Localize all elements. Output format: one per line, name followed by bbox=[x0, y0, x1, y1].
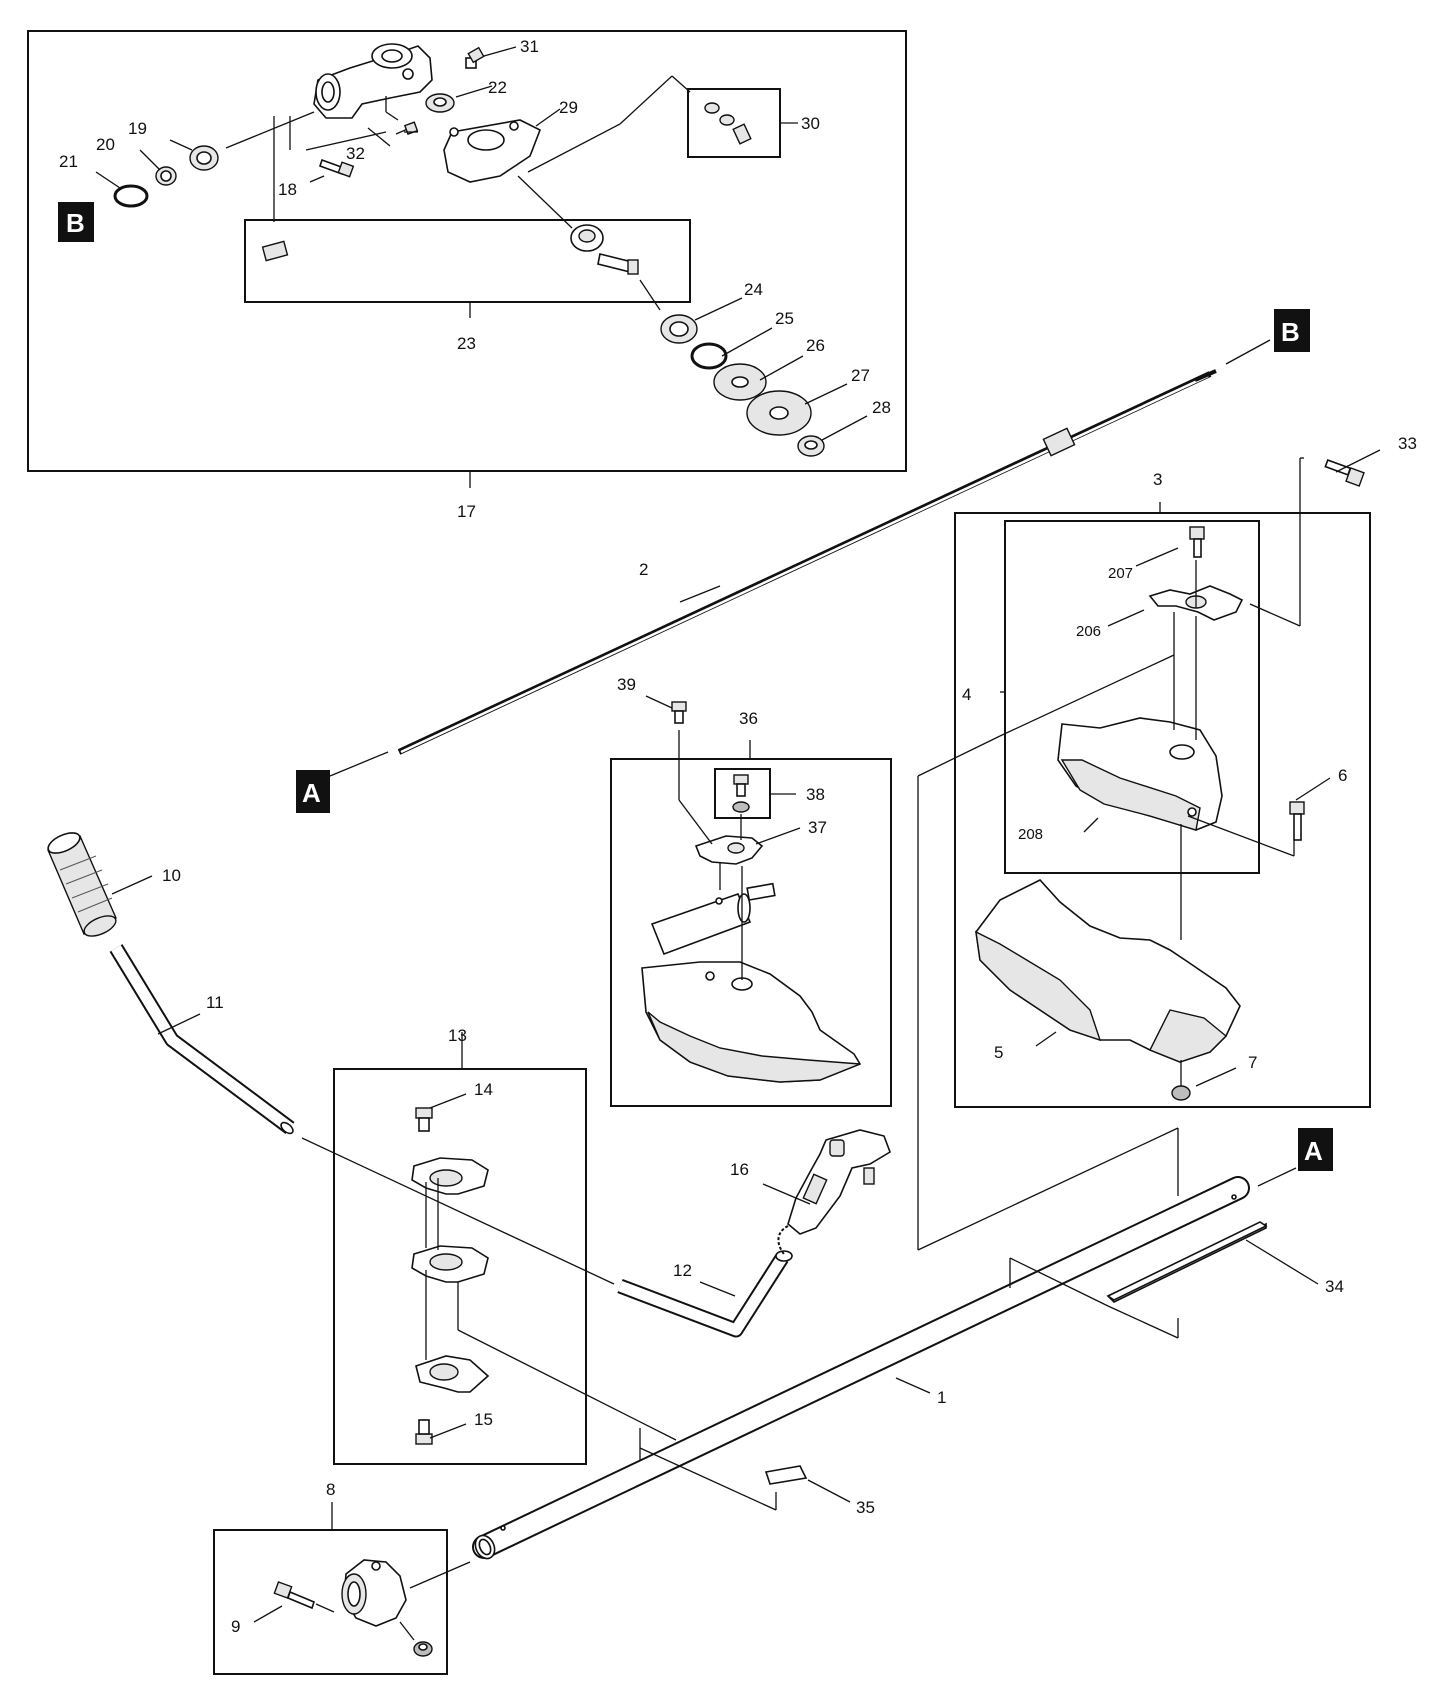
label-14: 14 bbox=[474, 1080, 493, 1099]
label-23: 23 bbox=[457, 334, 476, 353]
label-18: 18 bbox=[278, 180, 297, 199]
bolt-32 bbox=[395, 121, 419, 135]
ring-20 bbox=[155, 166, 177, 186]
washer-26 bbox=[713, 363, 767, 401]
bolt-31 bbox=[465, 46, 485, 69]
marker-a-left: A bbox=[296, 770, 330, 813]
label-21: 21 bbox=[59, 152, 78, 171]
drive-shaft-2 bbox=[329, 339, 1271, 777]
label-sticker-34 bbox=[1106, 1221, 1268, 1303]
main-tube-1 bbox=[472, 1176, 1250, 1560]
guard-parts-36 bbox=[641, 701, 862, 1083]
label-26: 26 bbox=[806, 336, 825, 355]
label-5: 5 bbox=[994, 1043, 1003, 1062]
box-36 bbox=[610, 758, 892, 1107]
label-39: 39 bbox=[617, 675, 636, 694]
label-3: 3 bbox=[1153, 470, 1162, 489]
svg-text:A: A bbox=[1304, 1136, 1323, 1166]
label-24: 24 bbox=[744, 280, 763, 299]
marker-b-right: B bbox=[1274, 309, 1310, 352]
shaft-23 bbox=[261, 224, 639, 275]
label-12: 12 bbox=[673, 1261, 692, 1280]
leaders-36 bbox=[645, 695, 801, 980]
label-22: 22 bbox=[488, 78, 507, 97]
label-29: 29 bbox=[559, 98, 578, 117]
label-30: 30 bbox=[801, 114, 820, 133]
label-8: 8 bbox=[326, 1480, 335, 1499]
label-16: 16 bbox=[730, 1160, 749, 1179]
part-labels: 31 22 29 30 32 18 19 20 21 24 25 26 27 2… bbox=[59, 37, 1417, 1636]
label-37: 37 bbox=[808, 818, 827, 837]
label-25: 25 bbox=[775, 309, 794, 328]
label-9: 9 bbox=[231, 1617, 240, 1636]
parts-30 bbox=[704, 102, 752, 145]
guard-parts bbox=[975, 459, 1365, 1101]
label-13: 13 bbox=[448, 1026, 467, 1045]
box-4 bbox=[1004, 520, 1260, 874]
cover-29 bbox=[443, 119, 542, 183]
nut-28 bbox=[797, 435, 825, 457]
handle-bar-11 bbox=[109, 944, 295, 1135]
label-15: 15 bbox=[474, 1410, 493, 1429]
label-2: 2 bbox=[639, 560, 648, 579]
label-206: 206 bbox=[1076, 623, 1101, 640]
label-27: 27 bbox=[851, 366, 870, 385]
circlip-25 bbox=[690, 342, 728, 370]
svg-text:A: A bbox=[302, 778, 321, 808]
label-17: 17 bbox=[457, 502, 476, 521]
bearing-24 bbox=[660, 314, 698, 344]
label-33: 33 bbox=[1398, 434, 1417, 453]
clamp-parts-13 bbox=[411, 1107, 490, 1445]
box-30 bbox=[687, 88, 781, 158]
box-8 bbox=[213, 1529, 448, 1675]
handle-bar-12 bbox=[617, 1250, 793, 1338]
throttle-handle-16 bbox=[777, 1129, 891, 1255]
label-28: 28 bbox=[872, 398, 891, 417]
washer-22 bbox=[425, 93, 455, 113]
label-10: 10 bbox=[162, 866, 181, 885]
label-sticker-35 bbox=[764, 1465, 808, 1485]
label-32: 32 bbox=[346, 144, 365, 163]
washer-27 bbox=[746, 390, 812, 436]
label-19: 19 bbox=[128, 119, 147, 138]
box-3-guard-assembly bbox=[954, 512, 1371, 1108]
label-35: 35 bbox=[856, 1498, 875, 1517]
marker-a-right: A bbox=[1298, 1128, 1333, 1171]
label-20: 20 bbox=[96, 135, 115, 154]
label-36: 36 bbox=[739, 709, 758, 728]
leaders-top bbox=[95, 46, 868, 488]
bolt-18 bbox=[318, 158, 355, 178]
label-7: 7 bbox=[1248, 1053, 1257, 1072]
leaders-guard bbox=[917, 449, 1381, 1251]
label-1: 1 bbox=[937, 1388, 946, 1407]
label-31: 31 bbox=[520, 37, 539, 56]
svg-text:B: B bbox=[66, 208, 85, 238]
marker-b-left: B bbox=[58, 202, 94, 242]
box-17-gear-head bbox=[27, 30, 907, 472]
gear-housing bbox=[313, 43, 433, 119]
label-4: 4 bbox=[962, 685, 971, 704]
label-34: 34 bbox=[1325, 1277, 1344, 1296]
leaders-lower bbox=[111, 875, 1319, 1641]
svg-text:B: B bbox=[1281, 317, 1300, 347]
box-23 bbox=[244, 219, 691, 303]
label-11: 11 bbox=[206, 993, 224, 1012]
bolt-9 bbox=[273, 1581, 315, 1610]
label-208: 208 bbox=[1018, 826, 1043, 843]
bearing-19 bbox=[189, 145, 219, 171]
label-6: 6 bbox=[1338, 766, 1347, 785]
box-13-clamp bbox=[333, 1068, 587, 1465]
circlip-21 bbox=[113, 184, 149, 208]
grip-10 bbox=[47, 832, 117, 937]
clamp-8 bbox=[341, 1559, 433, 1657]
label-38: 38 bbox=[806, 785, 825, 804]
label-207: 207 bbox=[1108, 565, 1133, 582]
